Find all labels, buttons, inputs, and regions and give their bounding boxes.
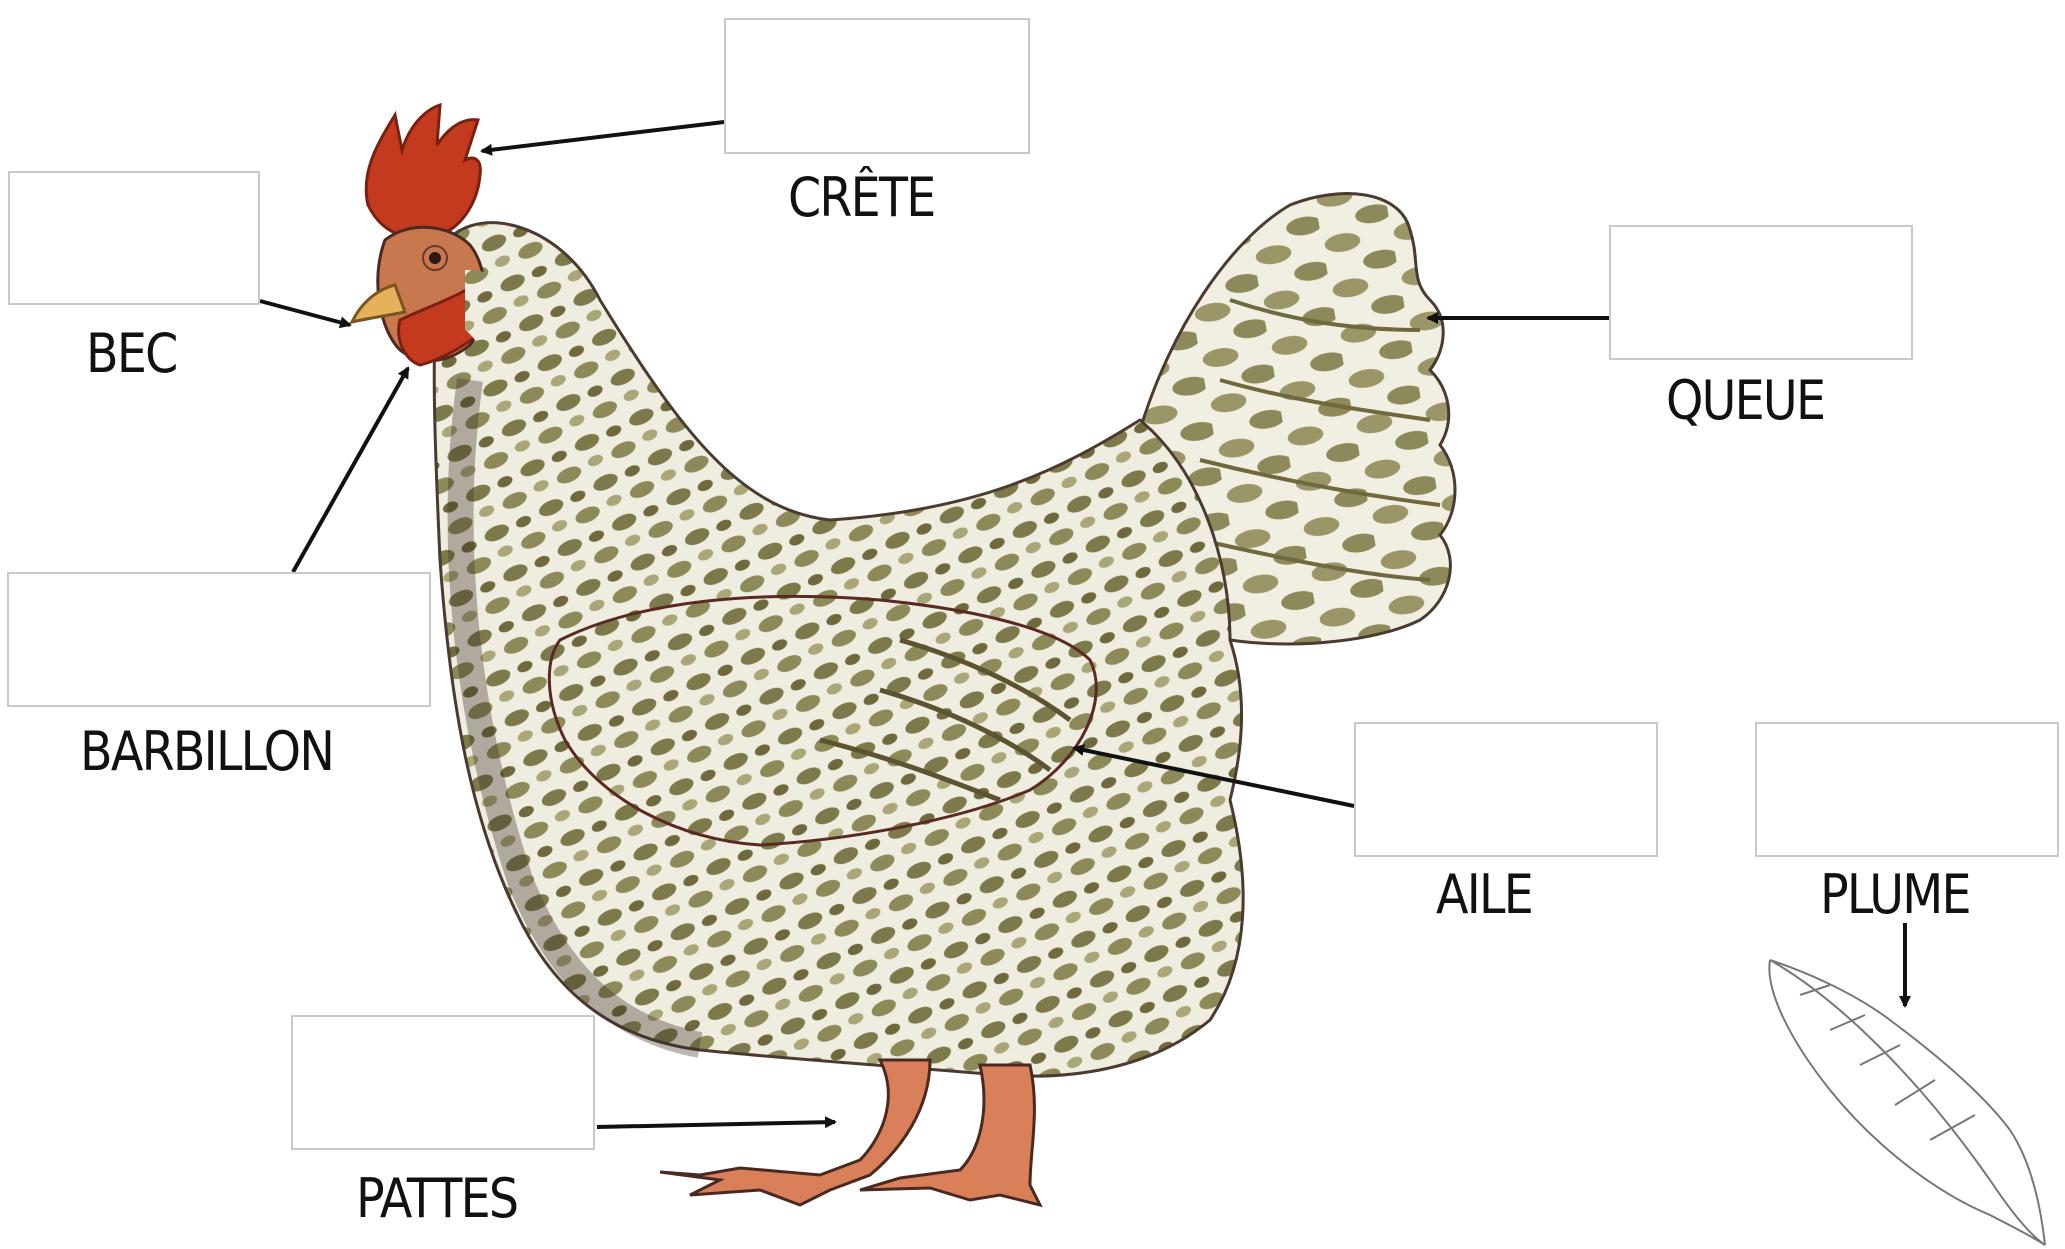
answer-box-pattes[interactable] — [291, 1015, 595, 1150]
answer-box-crete[interactable] — [724, 18, 1030, 154]
legs-graphic — [660, 1060, 1040, 1205]
answer-box-queue[interactable] — [1609, 225, 1913, 360]
label-barbillon: BARBILLON — [80, 725, 333, 779]
label-queue: QUEUE — [1666, 374, 1824, 428]
answer-box-barbillon[interactable] — [7, 572, 431, 707]
comb-graphic — [366, 105, 480, 238]
label-plume: PLUME — [1820, 868, 1970, 922]
arrow-bec — [260, 301, 350, 325]
answer-box-bec[interactable] — [8, 171, 260, 305]
label-pattes: PATTES — [356, 1172, 517, 1226]
label-aile: AILE — [1436, 868, 1532, 922]
answer-box-plume[interactable] — [1755, 722, 2059, 857]
feather-graphic — [1769, 960, 2045, 1245]
arrow-pattes — [597, 1122, 835, 1127]
label-crete: CRÊTE — [788, 171, 934, 225]
answer-box-aile[interactable] — [1354, 722, 1658, 857]
arrow-crete — [482, 122, 724, 151]
label-bec: BEC — [86, 327, 177, 381]
arrow-barbillon — [293, 368, 408, 572]
